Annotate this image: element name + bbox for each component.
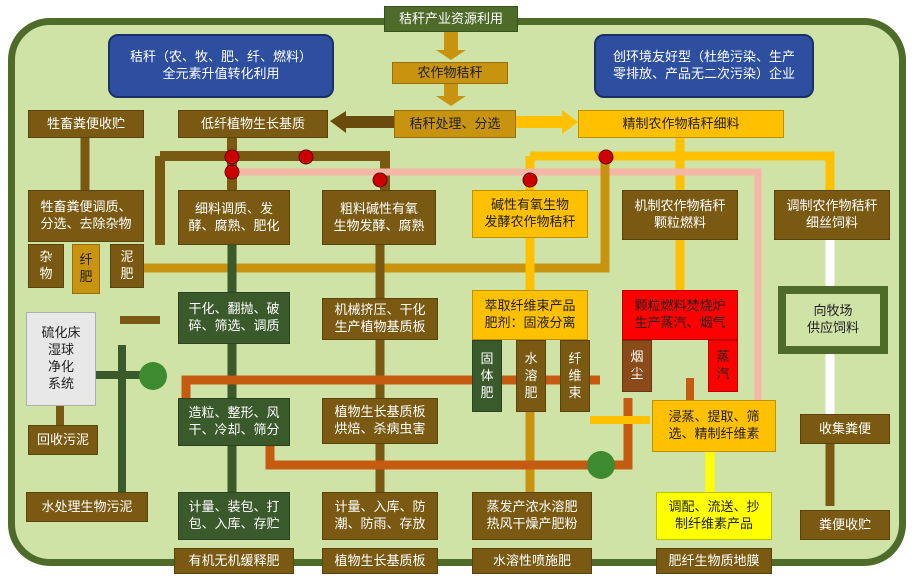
coarse-material-box: 粗料碱性有氧 生物发酵、腐熟 [322,190,436,245]
mud-fert-box: 泥 肥 [110,244,144,288]
water-sludge-box: 水处理生物污泥 [26,492,148,522]
pump-circle [139,362,167,390]
blue-note-left: 秸秆（农、牧、肥、纤、燃料） 全元素升值转化利用 [108,34,334,98]
title-box: 秸秆产业资源利用 [384,6,518,32]
impurity-box: 杂 物 [28,244,64,288]
output-fertilizer: 有机无机缓释肥 [174,548,294,574]
arrow-title-down [444,32,458,50]
junction-dot [372,172,388,188]
drying-box: 干化、翻抛、破 碎、筛选、调质 [178,292,290,344]
pellet-straw-box: 机制农作物秸秆 颗粒燃料 [622,190,738,240]
alkaline-box: 碱性有氧生物 发酵农作物秸秆 [472,190,588,238]
solid-fert-box: 固 体 肥 [472,340,502,412]
manure-store-box: 粪便收贮 [800,510,890,540]
fiber-bundle-box: 纤 维 束 [560,340,590,412]
junction-dot [522,172,538,188]
dust-box: 烟 尘 [622,340,652,392]
processing-box: 秸秆处理、分选 [394,110,516,138]
manure-collect-box: 牲畜粪便收贮 [28,110,144,138]
manure-adjust-box: 牲畜粪便调质、 分选、去除杂物 [28,190,144,242]
junction-dot [224,149,240,165]
steam-box: 蒸 汽 [708,340,738,392]
farm-box: 向牧场 供应饲料 [778,286,888,354]
pump-circle [587,451,615,479]
plant-board-box: 植物生长基质板 烘焙、杀病虫害 [322,398,438,444]
arrow-to-fine-straw [516,110,578,134]
cook-box: 浸蒸、提取、筛 选、精制纤维素 [652,400,776,452]
pack1-box: 计量、装包、打 包、入库、存贮 [178,492,290,540]
recycle-mud-box: 回收污泥 [28,425,98,455]
arrow-to-low-fiber [330,111,394,133]
feed-straw-box: 调制农作物秸秆 细丝饲料 [774,190,890,240]
fine-straw-box: 精制农作物秸秆细料 [578,110,784,138]
blue-note-right: 创环境友好型（杜绝污染、生产 零排放、产品无二次污染）企业 [594,34,814,98]
evap-box: 蒸发产浓水溶肥 热风干燥产肥粉 [472,492,592,540]
collect-manure-box: 收集粪便 [800,414,890,444]
blend-box: 调配、流送、抄 制纤维素产品 [656,492,772,540]
output-spray-fert: 水溶性喷施肥 [472,548,592,574]
water-fert-box: 水 溶 肥 [516,340,546,412]
sulfide-box: 硫化床 湿球 净化 系统 [26,312,96,406]
output-board: 植物生长基质板 [322,548,438,574]
junction-dot [598,149,614,165]
low-fiber-box: 低纤植物生长基质 [178,110,328,138]
fine-material-box: 细料调质、发 酵、腐熟、肥化 [178,190,290,245]
pellet-boiler-box: 颗粒燃料焚烧炉 生产蒸汽、烟气 [622,290,738,340]
granulate-box: 造粒、整形、风 干、冷却、筛分 [178,398,290,446]
pack2-box: 计量、入库、防 潮、防雨、存放 [322,492,438,540]
junction-dot [224,164,240,180]
mech-squeeze-box: 机械挤压、干化 生产植物基质板 [322,298,438,340]
output-film: 肥纤生物质地膜 [656,548,772,574]
fiber-fert-box: 纤 肥 [72,244,100,294]
arrow-straw-down [444,84,458,96]
crop-straw-box: 农作物秸秆 [392,62,508,84]
extract-box: 萃取纤维束产品 肥剂：固液分离 [472,290,588,340]
junction-dot [298,149,314,165]
